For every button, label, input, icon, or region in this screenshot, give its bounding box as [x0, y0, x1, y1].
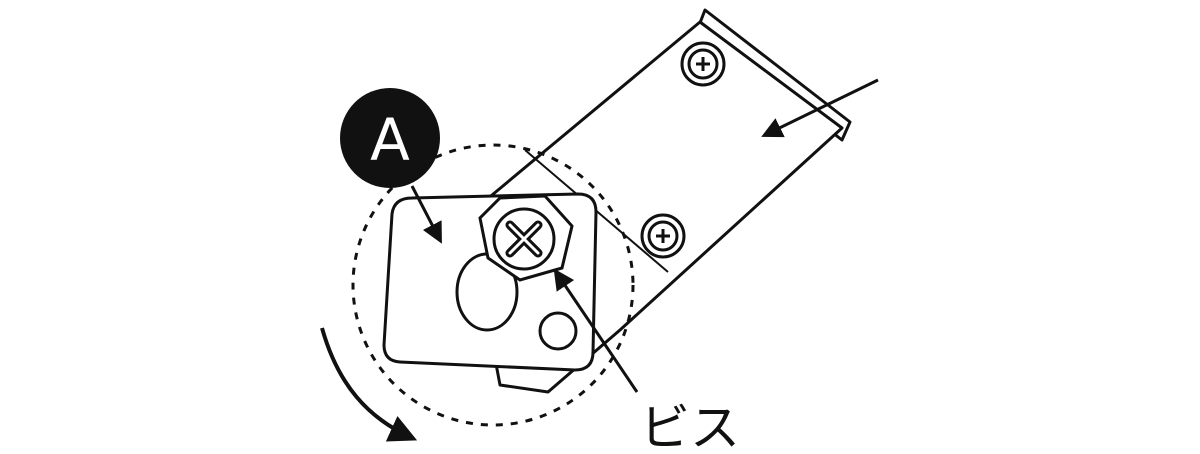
rotation-zone — [351, 143, 635, 427]
screw-leader-arrow — [553, 268, 639, 393]
pointer-arrow-icon — [761, 78, 879, 138]
screw-label: ビス — [640, 399, 740, 454]
marker-a-badge: A — [340, 88, 440, 188]
marker-a-label: A — [370, 106, 410, 174]
plate-screw-top — [680, 41, 726, 87]
rotation-arrow-icon — [320, 327, 418, 442]
marker-a-arrow — [410, 185, 442, 244]
plate-screw-bottom — [640, 213, 686, 259]
phillips-screw-icon — [478, 194, 574, 282]
round-hole — [538, 311, 578, 351]
